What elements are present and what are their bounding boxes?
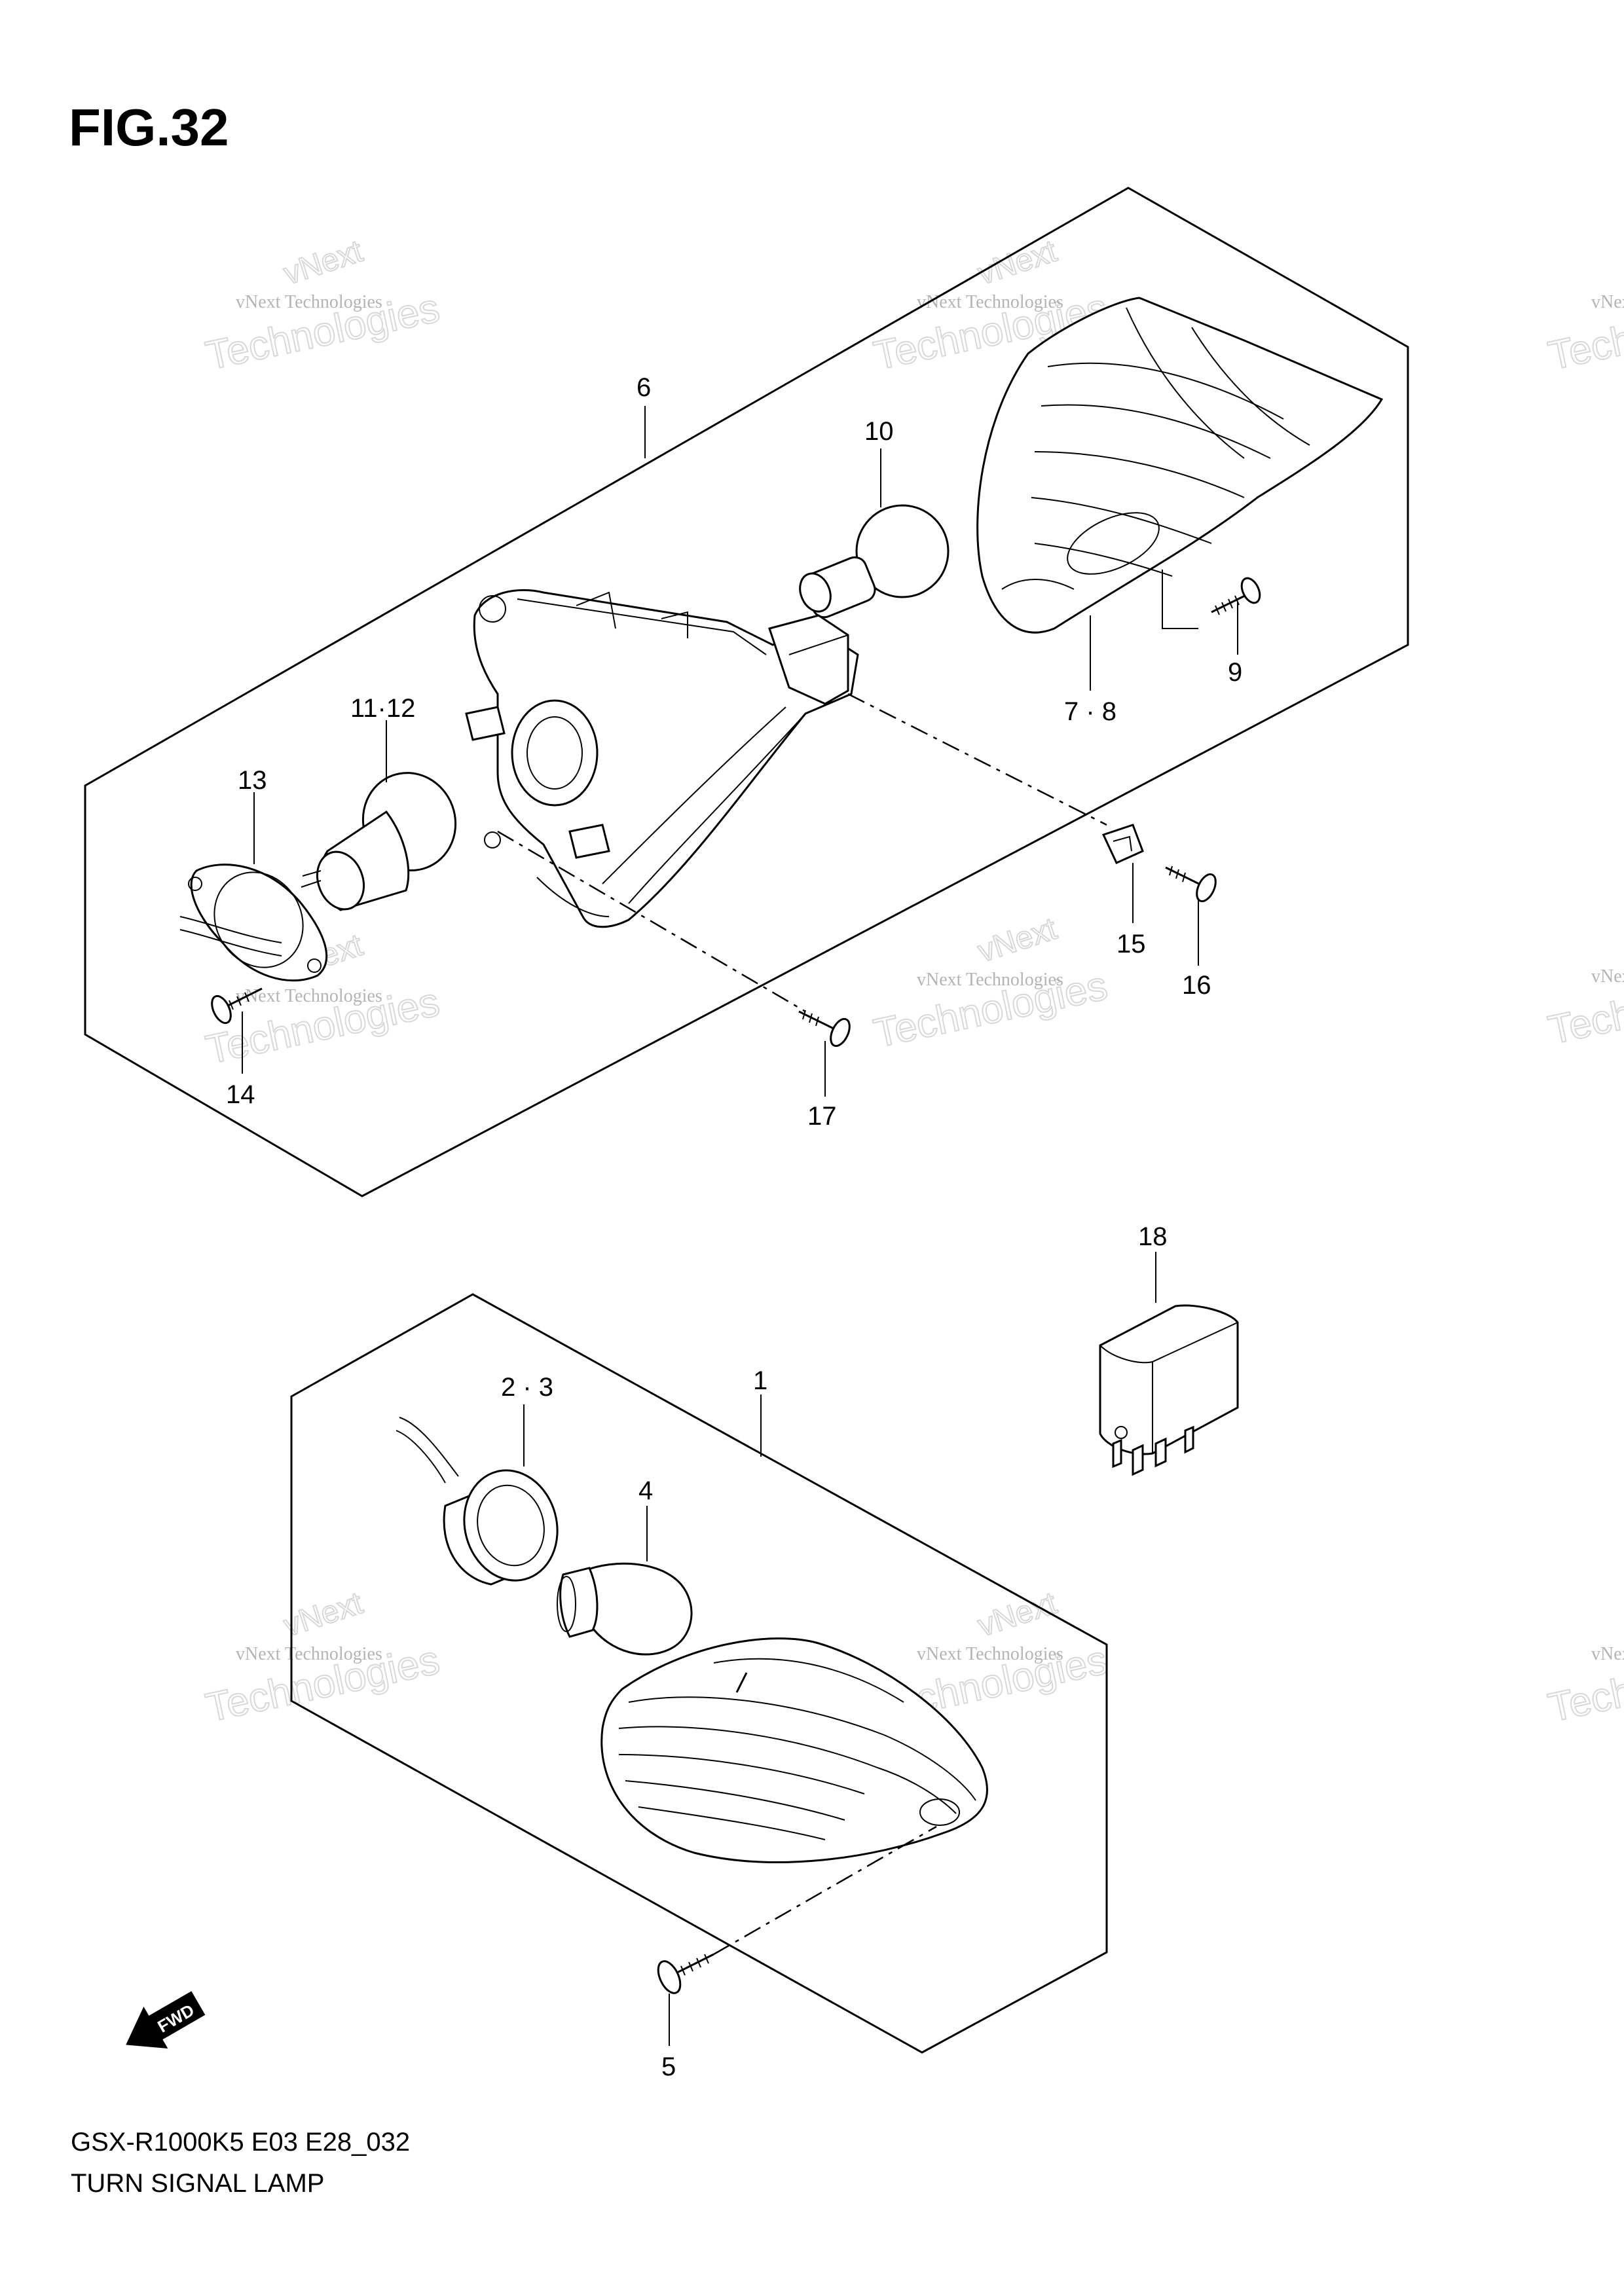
callout-17: 17 [807,1102,837,1131]
section-name: TURN SIGNAL LAMP [71,2169,324,2198]
clip-part-15 [1101,824,1144,864]
housing-part-6 [465,589,859,928]
lower-assembly-frame [290,1293,1108,2054]
lens-part-7-8 [976,297,1384,634]
figure-title: FIG.32 [69,98,229,156]
callout-11-12: 11·12 [350,694,415,723]
socket-part-11-12 [301,772,457,911]
socket-part-2-3 [396,1417,559,1586]
svg-text:vNext: vNext [974,911,1061,969]
fwd-arrow-icon: FWD [126,1991,206,2049]
callout-5: 5 [661,2052,676,2081]
watermark: vNext Technologies Technologies [1544,959,1624,1054]
bulb-part-4 [557,1562,693,1656]
callout-16: 16 [1182,971,1211,1000]
lens-part-1 [600,1637,988,1863]
callout-15: 15 [1116,930,1146,958]
svg-text:vNext: vNext [280,1586,367,1643]
callout-2-3: 2 · 3 [501,1373,553,1402]
upper-assembly-frame [84,187,1409,1197]
svg-text:vNext: vNext [280,234,367,291]
svg-text:vNext Technologies: vNext Technologies [1591,966,1624,987]
svg-text:vNext Technologies: vNext Technologies [236,292,382,312]
callout-10: 10 [864,417,894,446]
screw-part-14 [211,987,263,1025]
upper-assembly [84,187,1409,1197]
bulb-part-10 [799,504,950,619]
screw-part-16 [1165,866,1217,903]
svg-text:vNext Technologies: vNext Technologies [1591,1644,1624,1664]
screw-part-9 [1211,577,1261,615]
callout-labels: 6 10 9 7 · 8 11·12 13 14 15 16 17 18 1 2… [226,373,1242,2081]
callout-9: 9 [1228,658,1242,687]
callout-1: 1 [753,1366,767,1395]
callout-6: 6 [637,373,651,402]
watermark: vNext Technologies Technologies [1544,1637,1624,1732]
callout-18: 18 [1138,1222,1168,1251]
gasket-part-13 [179,864,328,982]
callout-4: 4 [638,1476,653,1505]
watermark: vNext Technologies Technologies [1544,285,1624,380]
lower-assembly [290,1293,1108,2054]
svg-text:vNext Technologies: vNext Technologies [917,1644,1063,1664]
watermark: vNext Technologies vNext Technologies [202,233,444,380]
callout-14: 14 [226,1080,255,1109]
svg-text:vNext Technologies: vNext Technologies [1591,292,1624,312]
svg-text:vNext: vNext [974,234,1061,291]
svg-text:vNext Technologies: vNext Technologies [917,970,1063,990]
model-code: GSX-R1000K5 E03 E28_032 [71,2128,410,2157]
screw-part-5 [657,1953,714,1994]
watermark: vNext Technologies vNext Technologies [202,1585,444,1732]
watermarks: vNext Technologies vNext Technologies vN… [202,233,1624,1732]
screw-part-17 [798,1010,851,1048]
callout-7-8: 7 · 8 [1064,697,1116,726]
watermark: vNext Technologies vNext Technologies [870,911,1112,1057]
callout-13: 13 [238,766,267,795]
relay-part-18 [1099,1252,1239,1476]
svg-text:vNext Technologies: vNext Technologies [236,1644,382,1664]
